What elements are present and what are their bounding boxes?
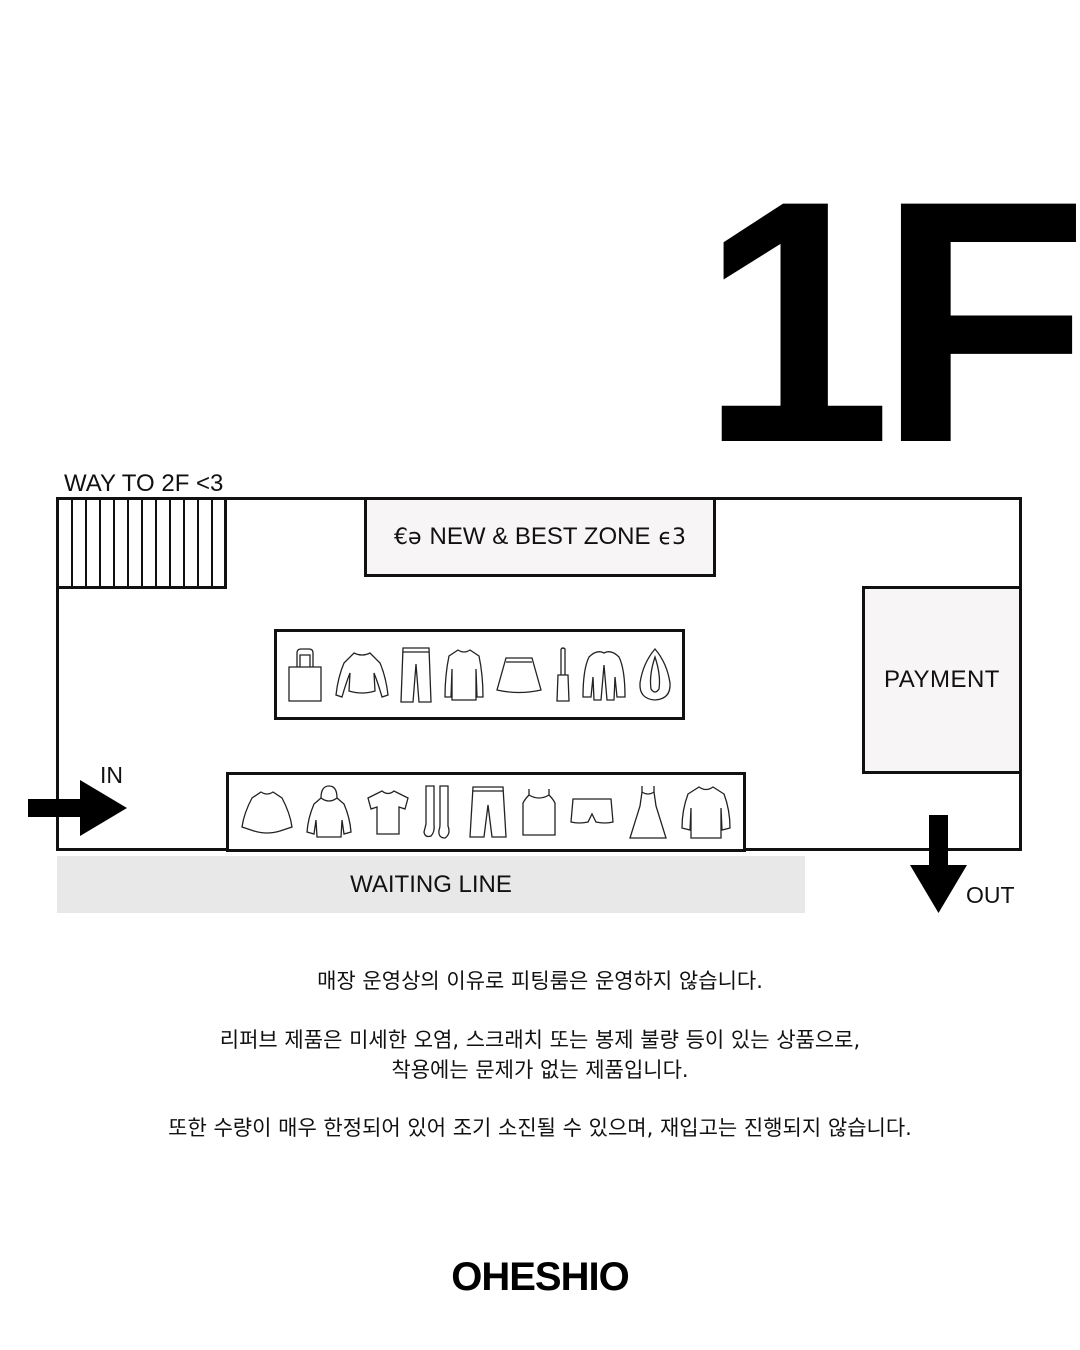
wide-pants-icon — [400, 646, 432, 703]
notice-fitting-room: 매장 운영상의 이유로 피팅룸은 운영하지 않습니다. — [317, 969, 763, 993]
zone-label: NEW & BEST ZONE — [429, 523, 651, 550]
entrance-arrow-icon — [28, 780, 127, 836]
display-shelf-bottom — [226, 772, 746, 852]
notice-refurb-line-2: 착용에는 문제가 없는 제품입니다. — [391, 1058, 689, 1082]
staircase-to-2f — [56, 497, 227, 589]
tote-bag-icon — [288, 647, 323, 702]
shorts-icon — [469, 786, 507, 838]
notice-refurb-line: 리퍼브 제품은 미세한 오염, 스크래치 또는 봉제 불량 등이 있는 상품으로… — [219, 1028, 861, 1052]
dress-icon — [628, 786, 667, 839]
waiting-line-label: WAITING LINE — [350, 870, 512, 898]
payment-label: PAYMENT — [884, 666, 1000, 693]
new-best-zone: €ə NEW & BEST ZONE ϵ3 — [364, 497, 716, 577]
out-label: OUT — [966, 882, 1015, 908]
brand-logo: OHESHIO — [451, 1255, 629, 1299]
tank-top-icon — [521, 789, 556, 836]
slim-bag-icon — [555, 646, 570, 702]
notice-restock: 또한 수량이 매우 한정되어 있어 조기 소진될 수 있으며, 재입고는 진행되… — [168, 1116, 912, 1140]
display-shelf-top — [274, 629, 685, 720]
zone-left-deco: €ə — [393, 524, 422, 550]
payment-counter: PAYMENT — [862, 586, 1022, 774]
stairs-label: WAY TO 2F <3 — [64, 470, 224, 497]
oversized-tee-icon — [681, 786, 731, 839]
in-label: IN — [100, 762, 123, 788]
mini-shorts-icon — [570, 798, 614, 824]
cropped-top-icon — [240, 791, 293, 834]
waiting-line-area: WAITING LINE — [57, 856, 805, 913]
exit-arrow-icon — [910, 815, 967, 913]
hoodie-icon — [306, 785, 352, 838]
mini-skirt-icon — [496, 656, 542, 693]
floor-title: 1F — [700, 130, 1080, 515]
long-sleeve-top-icon — [444, 648, 484, 701]
tshirt-icon — [367, 790, 409, 835]
socks-icon — [423, 785, 451, 839]
hobo-bag-icon — [638, 647, 671, 701]
zone-right-deco: ϵ3 — [658, 524, 686, 550]
cropped-sweater-icon — [335, 651, 389, 698]
fur-jacket-icon — [582, 650, 626, 701]
